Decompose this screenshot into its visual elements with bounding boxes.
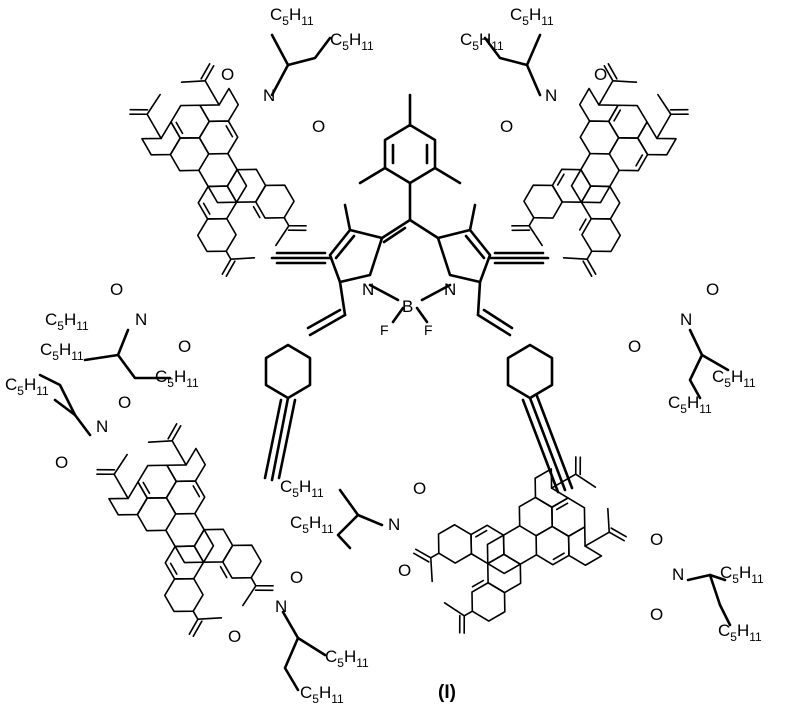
- c5h11-9: C5H11: [712, 367, 756, 390]
- c5h11-1: C5H11: [270, 5, 314, 28]
- c5h11-5: C5H11: [45, 310, 89, 333]
- imide-o-14: O: [398, 561, 411, 580]
- imide-n-bottom-left-top: N: [96, 417, 108, 436]
- c5h11-8: C5H11: [5, 375, 49, 398]
- imide-o-11: O: [290, 568, 303, 587]
- imide-o-1: O: [221, 65, 234, 84]
- c5h11-7: C5H11: [155, 367, 199, 390]
- boron-label: B: [402, 297, 413, 316]
- imide-o-15: O: [650, 530, 663, 549]
- imide-o-4: O: [178, 337, 191, 356]
- imide-n-bottom-left-bottom: N: [275, 597, 287, 616]
- imide-o-16: O: [650, 605, 663, 624]
- bodipy-atom-labels: N N B F F: [362, 280, 456, 338]
- imide-o-2: O: [312, 117, 325, 136]
- c5h11-2: C5H11: [330, 30, 374, 53]
- bodipy-core: [263, 93, 574, 494]
- nitrogen-label-left: N: [362, 280, 374, 299]
- fluorine-label-right: F: [424, 322, 433, 338]
- c5h11-labels: C5H11 C5H11 C5H11 C5H11 C5H11 C5H11 C5H1…: [5, 5, 764, 706]
- c5h11-3: C5H11: [510, 5, 554, 28]
- c5h11-11: C5H11: [280, 477, 324, 500]
- imide-o-6: O: [500, 117, 513, 136]
- fluorine-label-left: F: [380, 322, 389, 338]
- imide-n-top-left: N: [263, 86, 275, 105]
- c5h11-13: C5H11: [720, 563, 764, 586]
- c5h11-12: C5H11: [290, 513, 334, 536]
- pdi-unit-bottom-left: [92, 420, 278, 640]
- c5h11-15: C5H11: [325, 647, 369, 670]
- imide-n-top-right: N: [545, 86, 557, 105]
- imide-o-13: O: [413, 479, 426, 498]
- alkyl-chain-bonds: [38, 33, 732, 692]
- c5h11-14: C5H11: [718, 621, 762, 644]
- imide-n-mid-left: N: [135, 310, 147, 329]
- pdi-unit-top-left: [125, 60, 311, 280]
- c5h11-10: C5H11: [668, 393, 712, 416]
- pdi-unit-top-right: [507, 60, 693, 280]
- imide-o-12: O: [228, 627, 241, 646]
- c5h11-4: C5H11: [460, 30, 504, 53]
- imide-o-7: O: [706, 280, 719, 299]
- imide-o-5: O: [594, 65, 607, 84]
- imide-o-9: O: [118, 393, 131, 412]
- c5h11-16: C5H11: [300, 683, 344, 706]
- imide-n-bottom-right-left: N: [388, 515, 400, 534]
- nitrogen-label-right: N: [444, 280, 456, 299]
- imide-n-bottom-right-right: N: [672, 565, 684, 584]
- c5h11-6: C5H11: [40, 340, 84, 363]
- imide-atom-labels: N O O N O O N O O N O O N O O N O O N O …: [55, 65, 719, 646]
- compound-label: (I): [438, 682, 456, 703]
- imide-o-3: O: [110, 280, 123, 299]
- imide-o-8: O: [628, 337, 641, 356]
- imide-o-10: O: [55, 453, 68, 472]
- pdi-unit-bottom-right: [410, 452, 630, 638]
- imide-n-mid-right: N: [680, 310, 692, 329]
